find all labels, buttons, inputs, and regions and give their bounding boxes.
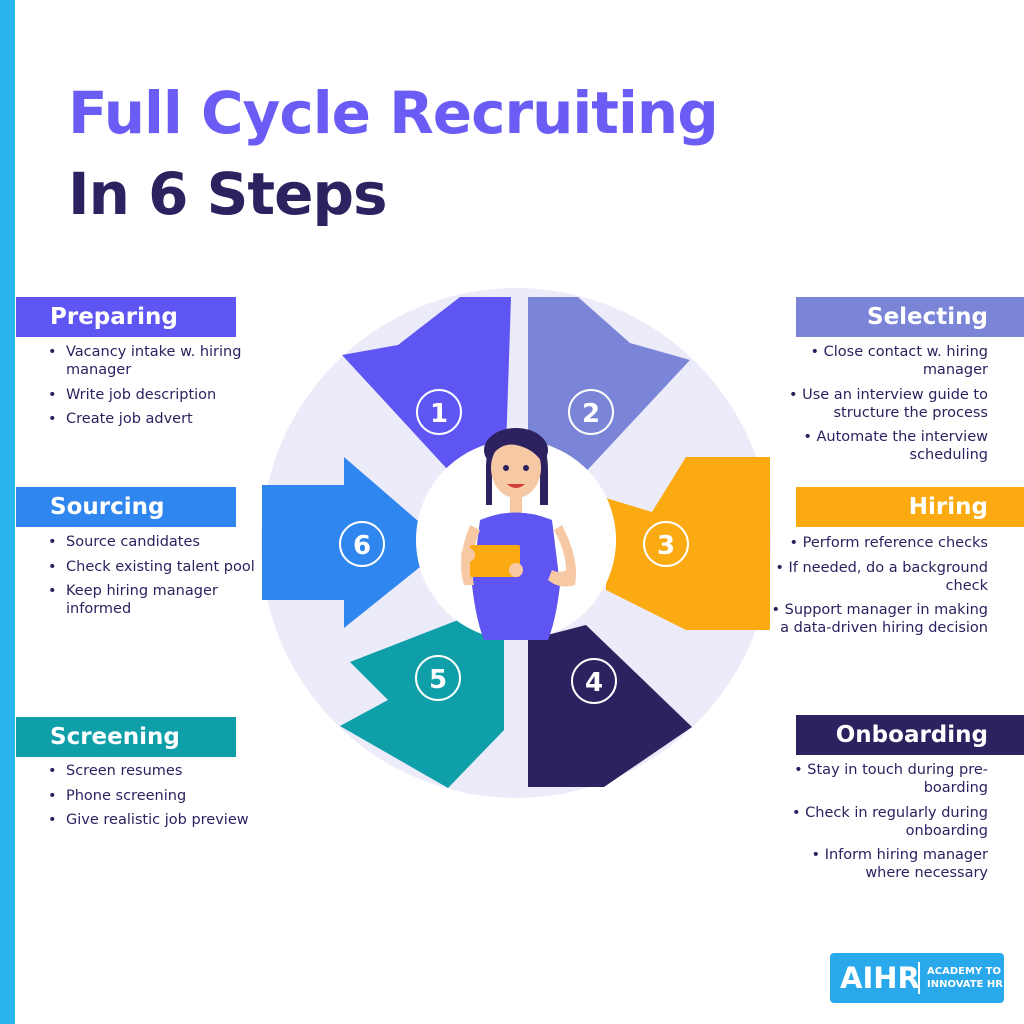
step-5-number-badge: 5 — [415, 655, 461, 701]
left-accent-bar — [0, 0, 15, 1024]
page-title-line-2: In 6 Steps — [68, 160, 387, 228]
list-item-text: Use an interview guide to structure the … — [802, 386, 988, 421]
list-item: • Check in regularly during onboarding — [791, 804, 988, 839]
step-2-arrow — [528, 297, 690, 478]
list-item: Check existing talent pool — [48, 558, 258, 576]
stage-title-selecting: Selecting — [796, 297, 1024, 337]
stage-title-preparing: Preparing — [16, 297, 236, 337]
logo-tagline: ACADEMY TO INNOVATE HR — [927, 966, 1003, 990]
list-item: Phone screening — [48, 787, 258, 805]
step-1-number-badge: 1 — [416, 389, 462, 435]
step-2-number: 2 — [582, 399, 600, 429]
list-item: • Inform hiring manager where necessary — [811, 847, 988, 881]
step-5-arrow — [340, 620, 504, 788]
step-1-number: 1 — [430, 399, 448, 429]
list-item: • Automate the interview scheduling — [803, 429, 988, 463]
aihr-logo: AIHR ACADEMY TO INNOVATE HR — [830, 953, 1004, 1003]
stage-list-screening: Screen resumes Phone screening Give real… — [48, 762, 258, 836]
list-item: Write job description — [48, 386, 258, 404]
list-item: Source candidates — [48, 533, 258, 551]
list-item-text: Stay in touch during pre-boarding — [807, 762, 988, 796]
step-1-arrow — [342, 297, 511, 470]
recruiter-holding-card-icon — [461, 428, 577, 640]
page-title-line-1: Full Cycle Recruiting — [68, 79, 719, 147]
step-6-number: 6 — [353, 531, 371, 561]
list-item-text: Perform reference checks — [802, 535, 988, 551]
stage-title-sourcing: Sourcing — [16, 487, 236, 527]
list-item-text: Close contact w. hiring manager — [823, 344, 988, 378]
stage-list-hiring: • Perform reference checks • If needed, … — [768, 534, 988, 644]
step-3-number: 3 — [657, 531, 675, 561]
list-item: • Stay in touch during pre-boarding — [794, 762, 988, 796]
stage-title-onboarding: Onboarding — [796, 715, 1024, 755]
step-6-arrow — [262, 457, 425, 628]
list-item-text: Support manager in making a data-driven … — [780, 602, 988, 636]
list-item: Keep hiring manager informed — [48, 582, 258, 618]
list-item-text: Check in regularly during onboarding — [805, 804, 988, 839]
list-item: Screen resumes — [48, 762, 258, 780]
stage-list-selecting: • Close contact w. hiring manager • Use … — [768, 343, 988, 471]
stage-title-hiring: Hiring — [796, 487, 1024, 527]
list-item-text: Inform hiring manager where necessary — [824, 847, 988, 881]
step-4-number: 4 — [585, 668, 603, 698]
step-4-number-badge: 4 — [571, 658, 617, 704]
step-2-number-badge: 2 — [568, 389, 614, 435]
stage-list-onboarding: • Stay in touch during pre-boarding • Ch… — [768, 761, 988, 889]
list-item: • Support manager in making a data-drive… — [771, 602, 988, 636]
step-4-arrow — [528, 625, 692, 787]
list-item-text: Automate the interview scheduling — [816, 429, 988, 463]
list-item: • Close contact w. hiring manager — [810, 344, 988, 378]
step-6-number-badge: 6 — [339, 521, 385, 567]
stage-list-sourcing: Source candidates Check existing talent … — [48, 533, 258, 625]
stage-list-preparing: Vacancy intake w. hiring manager Write j… — [48, 343, 258, 435]
list-item: • Use an interview guide to structure th… — [788, 386, 988, 421]
list-item: Vacancy intake w. hiring manager — [48, 343, 258, 379]
list-item: • Perform reference checks — [789, 535, 988, 551]
list-item: Give realistic job preview — [48, 811, 258, 829]
stage-title-screening: Screening — [16, 717, 236, 757]
list-item: Create job advert — [48, 410, 258, 428]
step-5-number: 5 — [429, 665, 447, 695]
list-item: • If needed, do a background check — [775, 559, 988, 594]
logo-wordmark: AIHR — [840, 961, 920, 995]
list-item-text: If needed, do a background check — [788, 559, 988, 594]
step-3-number-badge: 3 — [643, 521, 689, 567]
logo-divider — [918, 962, 920, 994]
